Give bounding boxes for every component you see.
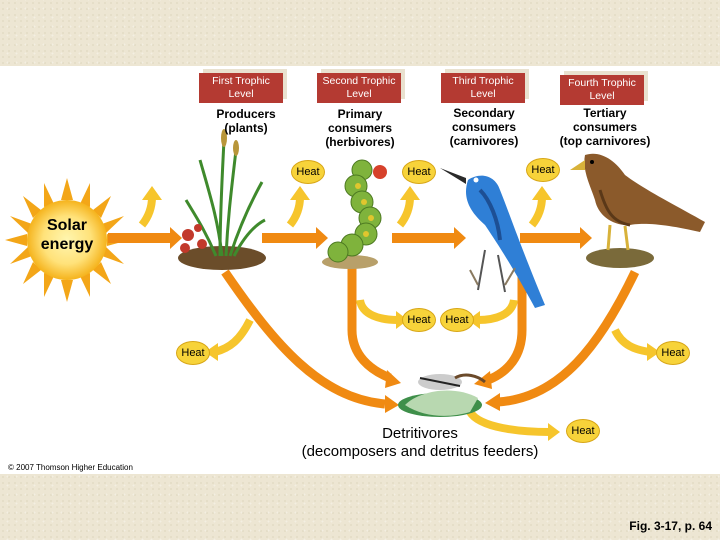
primary-consumers-label: Primary consumers (herbivores) xyxy=(325,107,395,149)
arrow-sun-to-producers xyxy=(108,227,182,249)
plants-illustration xyxy=(178,129,266,270)
heat-badge: Heat xyxy=(440,308,474,332)
fourth-trophic-level-box: Fourth Trophic Level xyxy=(560,75,644,105)
producers-label: Producers (plants) xyxy=(216,107,276,135)
heat-badge: Heat xyxy=(176,341,210,365)
heat-badge: Heat xyxy=(402,308,436,332)
solar-energy-label: Solar energy xyxy=(40,217,94,253)
arrow-producers-to-detritivores xyxy=(221,269,386,409)
third-trophic-level-box: Third Trophic Level xyxy=(441,73,525,103)
caterpillar-illustration xyxy=(322,159,387,269)
sun-icon xyxy=(5,178,129,302)
arrow-producers-to-primary xyxy=(262,227,328,249)
heat-badge: Heat xyxy=(566,419,600,443)
second-trophic-level-box: Second Trophic Level xyxy=(317,73,401,103)
detritivores-illustration xyxy=(398,373,486,417)
hawk-illustration xyxy=(570,153,705,268)
arrow-tertiary-to-detritivores xyxy=(497,270,640,407)
energy-flow-arrows xyxy=(108,227,592,249)
heat-badge: Heat xyxy=(526,158,560,182)
detritus-arrows xyxy=(221,262,640,409)
first-trophic-level-box: First Trophic Level xyxy=(199,73,283,103)
heat-badge: Heat xyxy=(402,160,436,184)
arrow-primary-to-secondary xyxy=(392,227,466,249)
tertiary-consumers-label: Tertiary consumers (top carnivores) xyxy=(559,106,651,148)
secondary-consumers-label: Secondary consumers (carnivores) xyxy=(449,106,519,148)
arrow-primary-to-detritivores xyxy=(347,262,392,383)
heat-badge: Heat xyxy=(291,160,325,184)
arrow-secondary-to-detritivores xyxy=(486,262,527,385)
figure-panel xyxy=(0,66,720,474)
heat-badge: Heat xyxy=(656,341,690,365)
detritivores-label: Detritivores (decomposers and detritus f… xyxy=(301,425,539,460)
bird-illustration xyxy=(440,168,545,308)
figure-reference: Fig. 3-17, p. 64 xyxy=(629,519,712,533)
arrow-secondary-to-tertiary xyxy=(520,227,592,249)
copyright-text: © 2007 Thomson Higher Education xyxy=(8,463,133,472)
